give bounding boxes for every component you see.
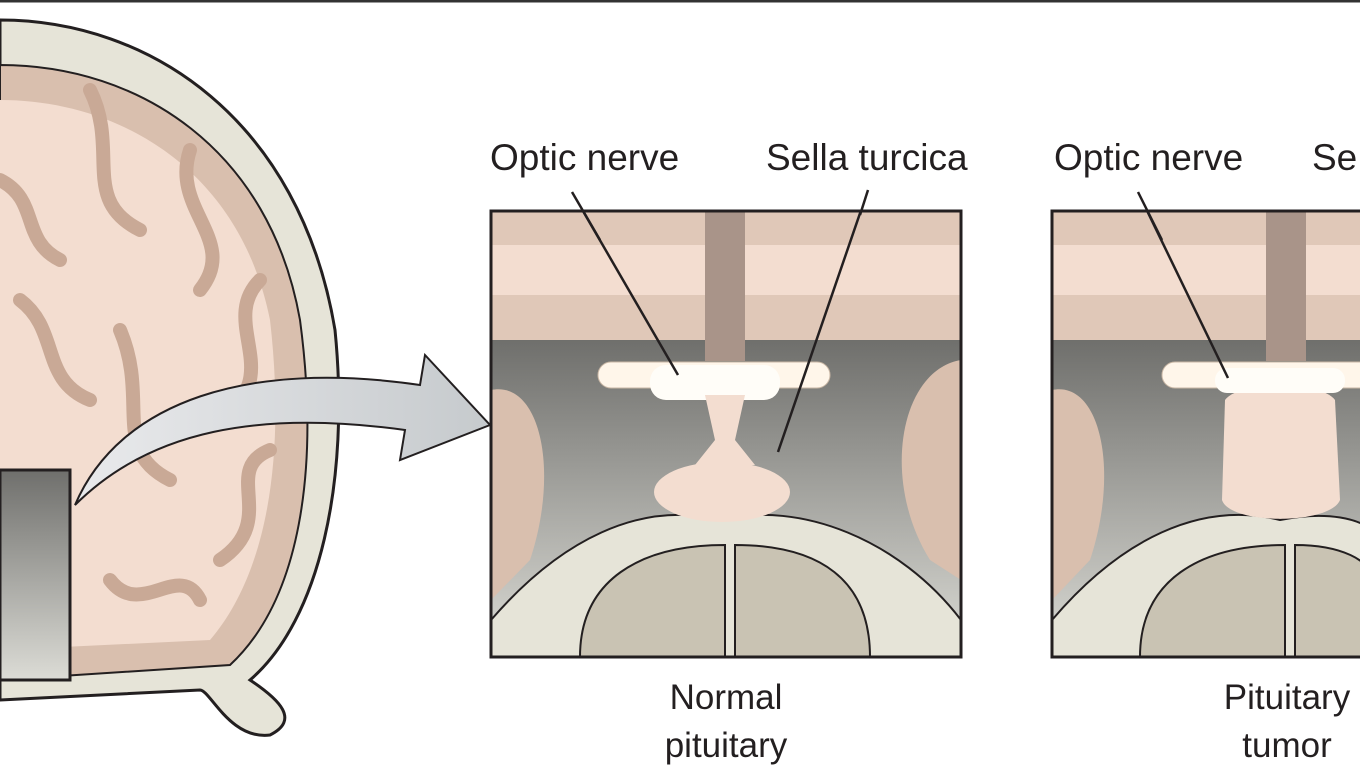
label-optic-nerve-normal: Optic nerve	[490, 137, 680, 178]
pituitary-tumor-panel	[1052, 211, 1360, 657]
caption-line: pituitary	[664, 726, 788, 765]
inset-box	[0, 468, 72, 682]
caption-normal-pituitary: Normal pituitary	[626, 674, 826, 770]
label-sella-turcica-tumor: Se	[1312, 137, 1358, 178]
caption-line: tumor	[1242, 726, 1332, 765]
normal-pituitary-panel	[491, 211, 961, 657]
brain-cross-section	[0, 18, 341, 737]
caption-line: Pituitary	[1223, 678, 1351, 717]
zoom-arrow	[74, 352, 492, 506]
caption-line: Normal	[669, 678, 783, 717]
caption-pituitary-tumor: Pituitary tumor	[1187, 674, 1360, 770]
label-sella-turcica-normal: Sella turcica	[766, 137, 968, 178]
label-optic-nerve-tumor: Optic nerve	[1054, 137, 1244, 178]
